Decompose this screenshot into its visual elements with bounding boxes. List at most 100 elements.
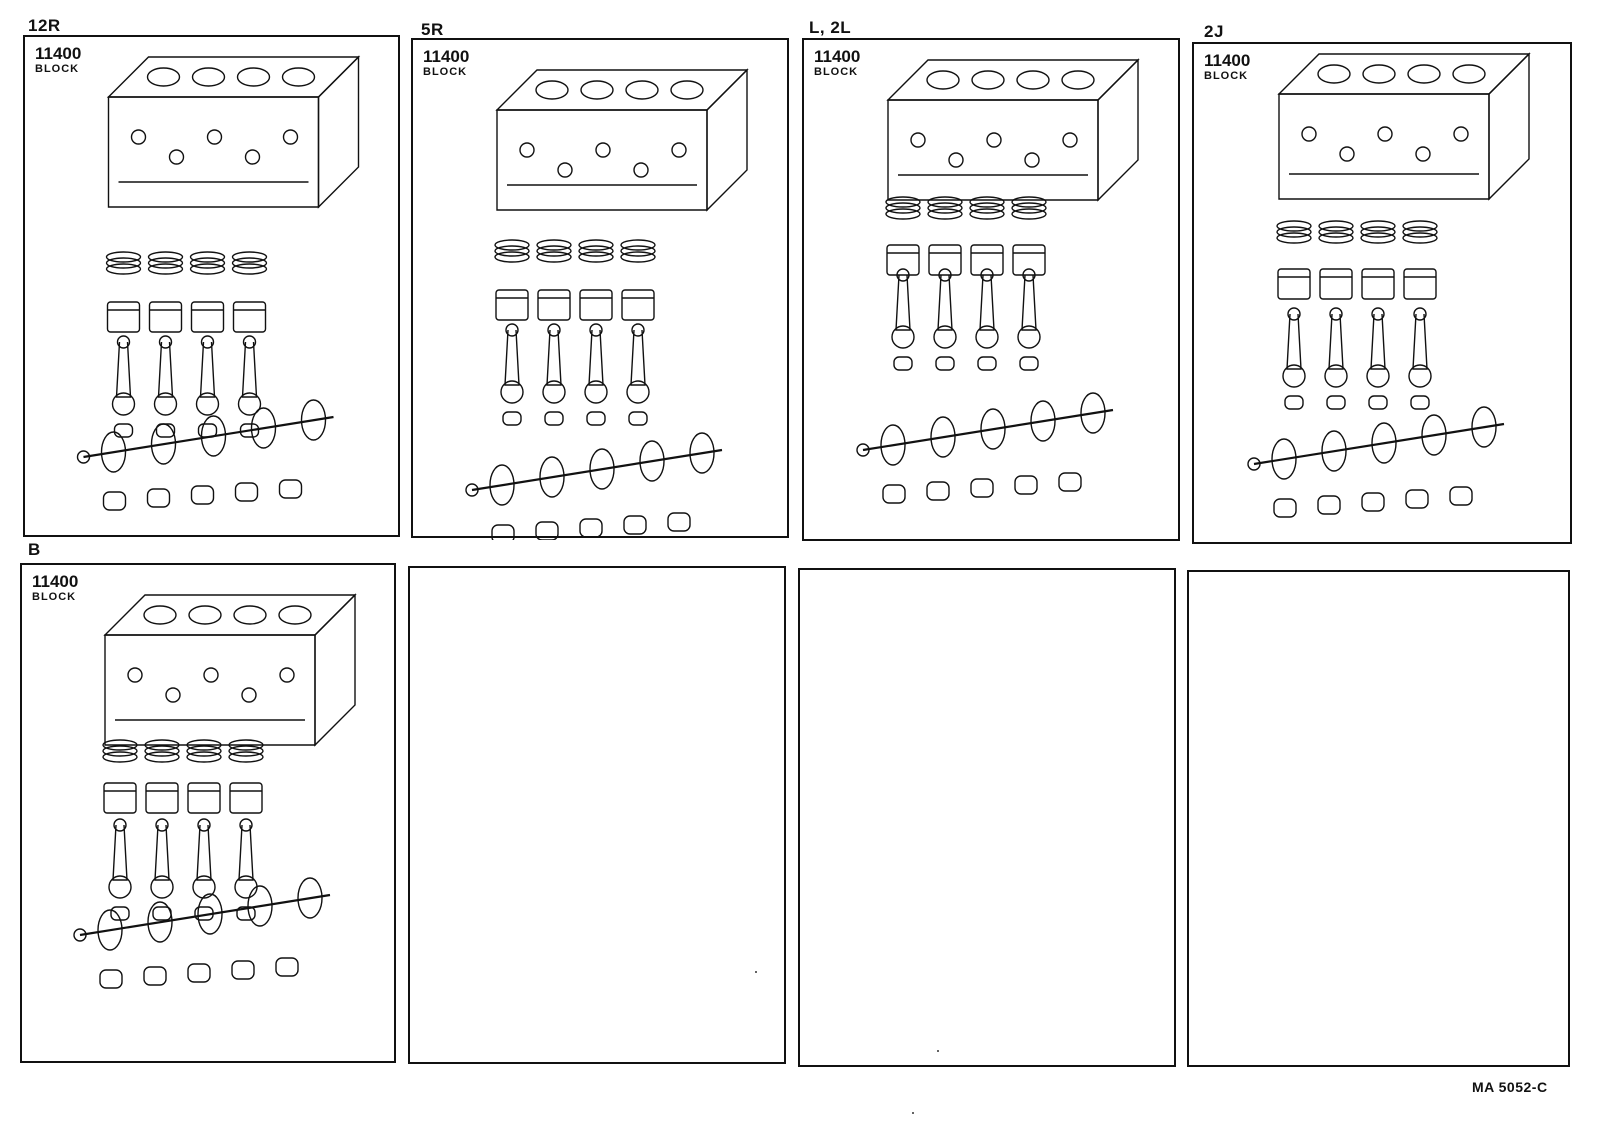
main-bearing bbox=[102, 491, 127, 511]
rod-small-end bbox=[631, 323, 645, 337]
rod-big-end bbox=[1408, 364, 1432, 388]
block-boss bbox=[595, 142, 611, 158]
piston-ring bbox=[147, 263, 184, 275]
piston-ring bbox=[885, 208, 921, 220]
rod-small-end bbox=[1022, 268, 1036, 282]
crank-web bbox=[589, 448, 615, 490]
panel-empty-2[interactable] bbox=[798, 568, 1176, 1067]
main-bearing bbox=[623, 515, 647, 535]
panel-12r[interactable]: 11400 BLOCK bbox=[23, 35, 400, 537]
main-bearing bbox=[970, 478, 994, 498]
cylinder-bore bbox=[580, 80, 614, 100]
main-bearing bbox=[231, 960, 255, 980]
piston bbox=[187, 782, 221, 814]
block-boss bbox=[206, 129, 223, 145]
part-name: BLOCK bbox=[423, 66, 468, 78]
piston-ring bbox=[105, 251, 142, 263]
piston-ring bbox=[1360, 232, 1396, 244]
rod-bearing bbox=[502, 411, 522, 426]
rod-big-end bbox=[975, 325, 999, 349]
block-side bbox=[104, 634, 316, 746]
panel-l-2l[interactable]: 11400 BLOCK bbox=[802, 38, 1180, 541]
engine-label-12r: 12R bbox=[28, 16, 61, 35]
panel-empty-1[interactable] bbox=[408, 566, 786, 1064]
block-boss bbox=[986, 132, 1002, 148]
block-deck bbox=[103, 594, 357, 636]
block-side bbox=[496, 109, 708, 211]
piston-ring bbox=[189, 263, 226, 275]
cylinder-bore bbox=[670, 80, 704, 100]
piston-ring bbox=[536, 245, 572, 257]
piston-ring bbox=[189, 257, 226, 269]
rod-small-end bbox=[980, 268, 994, 282]
panel-5r[interactable]: 11400 BLOCK bbox=[411, 38, 789, 540]
rod-big-end bbox=[111, 392, 136, 416]
panel-empty-3[interactable] bbox=[1187, 570, 1570, 1067]
rod-big-end bbox=[237, 392, 262, 416]
rod-bearing bbox=[236, 906, 256, 921]
piston-ring bbox=[144, 739, 180, 751]
scan-dot bbox=[937, 1050, 939, 1052]
crank-nose bbox=[76, 450, 91, 464]
piston-ring bbox=[1360, 220, 1396, 232]
block-boss bbox=[557, 162, 573, 178]
piston-ring bbox=[105, 263, 142, 275]
block-assembly-illustration bbox=[1247, 52, 1531, 518]
piston-ring bbox=[228, 745, 264, 757]
crank-web bbox=[930, 416, 956, 458]
crank-web bbox=[247, 885, 273, 927]
rod-big-end bbox=[192, 875, 216, 899]
block-boss bbox=[282, 129, 299, 145]
block-boss bbox=[1377, 126, 1393, 142]
crank-web bbox=[639, 440, 665, 482]
crank-web bbox=[200, 415, 227, 457]
crank-web bbox=[1030, 400, 1056, 442]
block-boss bbox=[910, 132, 926, 148]
piston bbox=[106, 301, 141, 333]
block-boss bbox=[948, 152, 964, 168]
cylinder-bore bbox=[146, 67, 181, 87]
rod-bearing bbox=[1410, 395, 1430, 410]
block-boss bbox=[203, 667, 219, 683]
main-bearing bbox=[882, 484, 906, 504]
piston-ring bbox=[1402, 232, 1438, 244]
main-bearing bbox=[1361, 492, 1385, 512]
piston bbox=[928, 244, 962, 276]
piston-ring bbox=[231, 263, 268, 275]
piston-ring bbox=[186, 751, 222, 763]
piston-ring bbox=[102, 745, 138, 757]
engine-label-l-2l: L, 2L bbox=[809, 18, 852, 37]
rod-big-end bbox=[108, 875, 132, 899]
main-bearing bbox=[146, 488, 171, 508]
piston-ring bbox=[578, 239, 614, 251]
block-boss bbox=[168, 149, 185, 165]
main-bearing bbox=[491, 524, 515, 540]
main-bearing bbox=[1405, 489, 1429, 509]
cylinder-bore bbox=[625, 80, 659, 100]
panel-b[interactable]: 11400 BLOCK bbox=[20, 563, 396, 1063]
block-deck bbox=[495, 69, 749, 111]
main-bearing bbox=[1058, 472, 1082, 492]
piston-ring bbox=[927, 196, 963, 208]
piston-ring bbox=[102, 739, 138, 751]
piston bbox=[190, 301, 225, 333]
panel-2j[interactable]: 11400 BLOCK bbox=[1192, 42, 1572, 544]
crank-nose bbox=[465, 483, 479, 497]
connecting-rod bbox=[895, 274, 911, 331]
block-boss bbox=[633, 162, 649, 178]
main-bearing bbox=[99, 969, 123, 989]
piston-ring bbox=[885, 202, 921, 214]
piston-ring bbox=[144, 751, 180, 763]
crank-web bbox=[1421, 414, 1447, 456]
crank-web bbox=[1471, 406, 1497, 448]
piston bbox=[103, 782, 137, 814]
rod-small-end bbox=[938, 268, 952, 282]
rod-big-end bbox=[153, 392, 178, 416]
connecting-rod bbox=[1021, 274, 1037, 331]
piston-ring bbox=[1011, 208, 1047, 220]
cylinder-bore bbox=[1061, 70, 1095, 90]
piston-ring bbox=[536, 251, 572, 263]
piston-ring bbox=[494, 251, 530, 263]
rod-big-end bbox=[542, 380, 566, 404]
piston-ring bbox=[969, 196, 1005, 208]
